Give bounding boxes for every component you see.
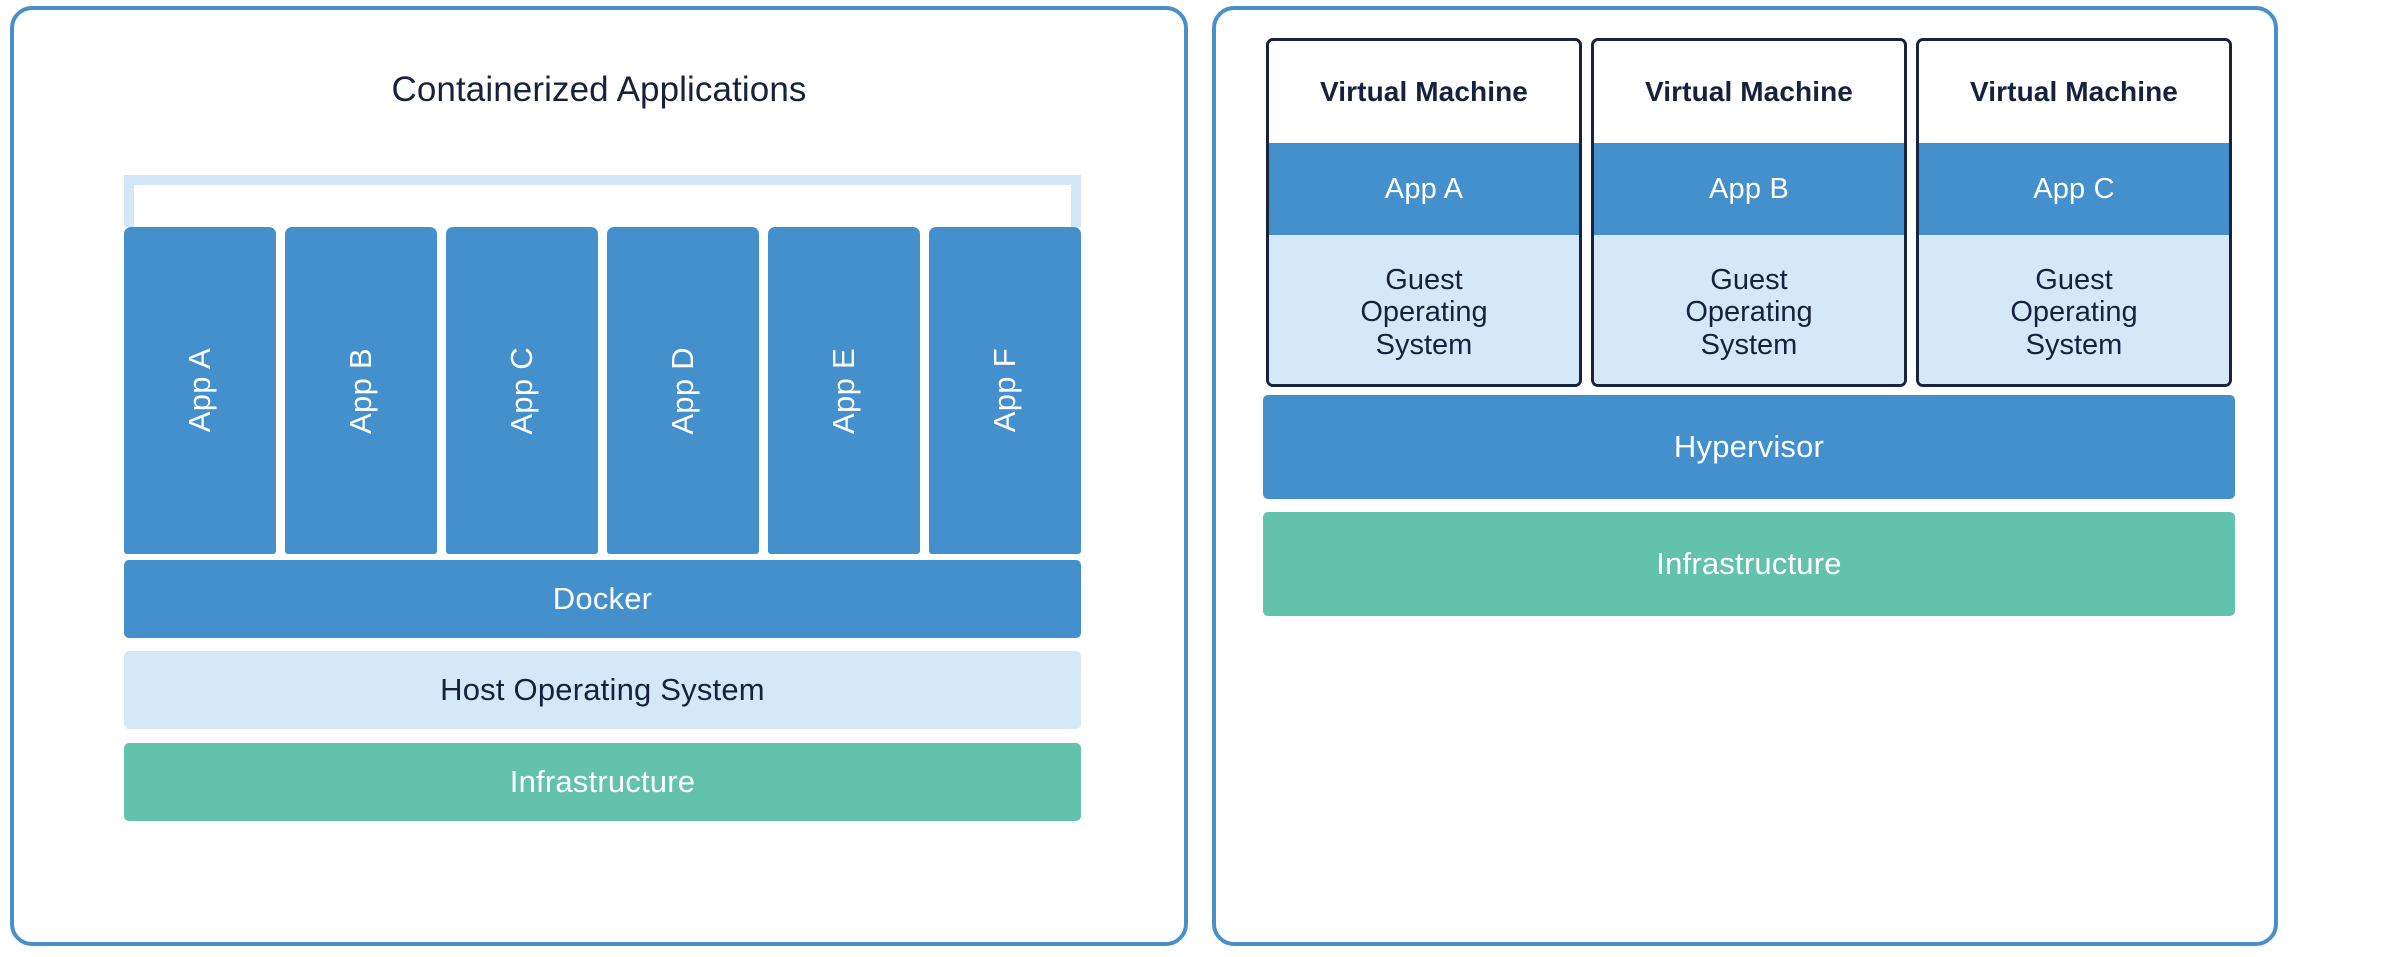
guest-os-line-2: Operating <box>1360 296 1488 329</box>
container-app-f-label: App F <box>987 348 1022 433</box>
virtual-machine-3[interactable]: Virtual Machine App C Guest Operating Sy… <box>1916 38 2232 387</box>
host-operating-system-layer[interactable]: Host Operating System <box>124 651 1081 729</box>
containers-panel: Containerized Applications App A App B A… <box>10 6 1188 946</box>
virtual-machine-1[interactable]: Virtual Machine App A Guest Operating Sy… <box>1266 38 1582 387</box>
container-app-c[interactable]: App C <box>446 227 598 554</box>
guest-os-line-2: Operating <box>1685 296 1813 329</box>
container-app-e-label: App E <box>826 347 861 434</box>
page-title: Containerized Applications <box>391 70 807 109</box>
virtual-machine-3-app: App C <box>1919 143 2229 235</box>
docker-layer[interactable]: Docker <box>124 560 1081 638</box>
hypervisor-layer[interactable]: Hypervisor <box>1263 395 2235 499</box>
container-app-b[interactable]: App B <box>285 227 437 554</box>
guest-os-line-1: Guest <box>1385 263 1463 296</box>
guest-os-line-2: Operating <box>2010 296 2138 329</box>
guest-os-line-3: System <box>1700 328 1798 361</box>
container-app-e[interactable]: App E <box>768 227 920 554</box>
container-app-a[interactable]: App A <box>124 227 276 554</box>
container-apps-row: App A App B App C App D App E App F <box>124 227 1081 554</box>
container-app-d-label: App D <box>665 346 700 435</box>
virtual-machine-1-guest-os: Guest Operating System <box>1269 235 1579 384</box>
guest-os-line-1: Guest <box>1710 263 1788 296</box>
virtual-machine-1-title: Virtual Machine <box>1320 76 1528 107</box>
guest-os-line-3: System <box>2025 328 2123 361</box>
virtual-machine-3-title: Virtual Machine <box>1970 76 2178 107</box>
container-app-b-label: App B <box>343 347 378 434</box>
guest-os-line-1: Guest <box>2035 263 2113 296</box>
infrastructure-layer-vms[interactable]: Infrastructure <box>1263 512 2235 616</box>
container-app-f[interactable]: App F <box>929 227 1081 554</box>
virtual-machine-1-app: App A <box>1269 143 1579 235</box>
infrastructure-layer-containers[interactable]: Infrastructure <box>124 743 1081 821</box>
virtual-machines-panel: Virtual Machine App A Guest Operating Sy… <box>1212 6 2278 946</box>
virtual-machines-row: Virtual Machine App A Guest Operating Sy… <box>1266 38 2232 387</box>
guest-os-line-3: System <box>1375 328 1473 361</box>
virtual-machine-2-title: Virtual Machine <box>1645 76 1853 107</box>
virtual-machine-3-guest-os: Guest Operating System <box>1919 235 2229 384</box>
container-app-d[interactable]: App D <box>607 227 759 554</box>
container-app-c-label: App C <box>504 346 539 435</box>
container-app-a-label: App A <box>182 348 217 433</box>
virtual-machine-2-guest-os: Guest Operating System <box>1594 235 1904 384</box>
virtual-machine-2-app: App B <box>1594 143 1904 235</box>
virtual-machine-2[interactable]: Virtual Machine App B Guest Operating Sy… <box>1591 38 1907 387</box>
containerized-apps-bracket <box>124 175 1081 227</box>
